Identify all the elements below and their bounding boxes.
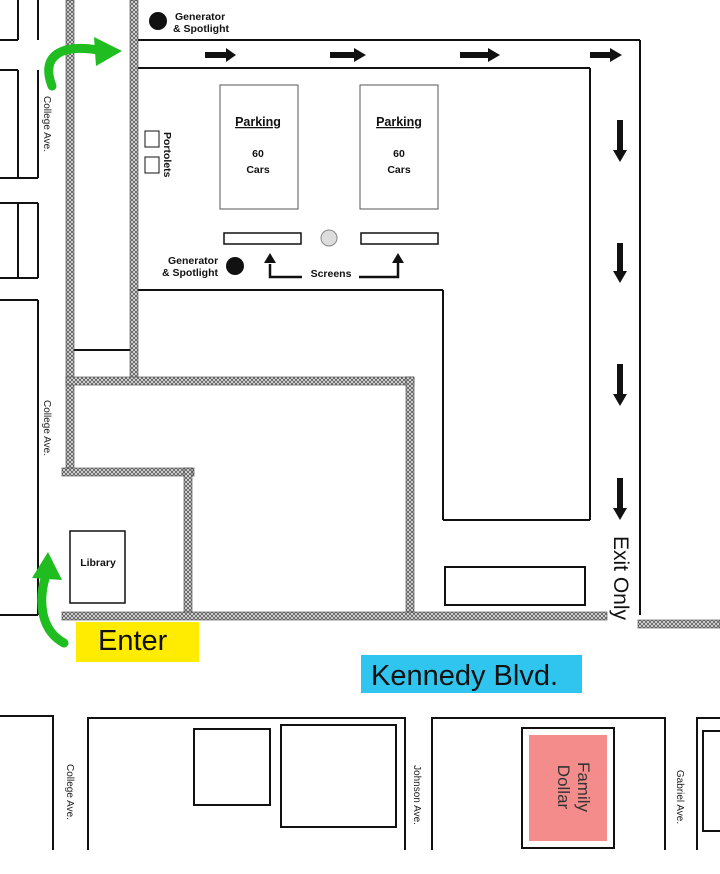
- enter-sign: Enter: [76, 622, 199, 662]
- family-dollar-line1: Family: [574, 762, 593, 813]
- generator-mid: Generator & Spotlight: [162, 255, 244, 279]
- portolets: Portolets: [144, 130, 173, 178]
- college-ave-label-3: College Ave.: [64, 764, 75, 820]
- parking-right-title: Parking: [376, 115, 422, 129]
- johnson-ave-label: Johnson Ave.: [411, 765, 422, 825]
- parking-right-count: 60: [393, 148, 405, 160]
- generator-mid-line1: Generator: [168, 255, 218, 267]
- screens: Screens: [223, 229, 439, 280]
- generator-top-line2: & Spotlight: [173, 23, 229, 35]
- projector-icon: [320, 229, 338, 247]
- green-arrow-enter: [32, 552, 69, 648]
- parking-left-count: 60: [252, 148, 264, 160]
- hatched-walls: [61, 0, 720, 629]
- generator-mid-line2: & Spotlight: [162, 267, 218, 279]
- generator-top-line1: Generator: [175, 11, 225, 23]
- traffic-arrows-south: [613, 120, 627, 520]
- screen-right: [360, 232, 439, 245]
- exit-only-label: Exit Only: [609, 536, 632, 621]
- portolets-label: Portolets: [161, 132, 173, 178]
- parking-right-unit: Cars: [387, 164, 411, 176]
- family-dollar-line2: Dollar: [554, 765, 573, 810]
- college-ave-label-1: College Ave.: [41, 96, 52, 152]
- family-dollar-fill: [529, 735, 607, 841]
- library-label: Library: [80, 557, 116, 569]
- generator-mid-icon: [226, 257, 244, 275]
- screen-left: [223, 232, 302, 245]
- exit-lane-block: [444, 566, 586, 606]
- south-blocks: [0, 715, 720, 850]
- street-lines: [0, 0, 641, 616]
- parking-left-unit: Cars: [246, 164, 270, 176]
- gabriel-ave-label: Gabriel Ave.: [674, 770, 685, 824]
- family-dollar-store: Family Dollar: [521, 727, 615, 849]
- kennedy-label: Kennedy Blvd.: [371, 660, 558, 692]
- parking-lot-left: Parking 60 Cars: [219, 84, 299, 210]
- kennedy-blvd-sign: Kennedy Blvd.: [361, 655, 582, 693]
- generator-top: Generator & Spotlight: [149, 11, 229, 35]
- traffic-arrows-east: [205, 48, 622, 62]
- screens-label: Screens: [311, 268, 352, 280]
- library: Library: [69, 530, 126, 604]
- enter-label: Enter: [98, 625, 168, 657]
- parking-lot-right: Parking 60 Cars: [359, 84, 439, 210]
- generator-top-icon: [149, 12, 167, 30]
- green-arrow-top: [44, 37, 122, 91]
- parking-left-title: Parking: [235, 115, 281, 129]
- college-ave-label-2: College Ave.: [41, 400, 52, 456]
